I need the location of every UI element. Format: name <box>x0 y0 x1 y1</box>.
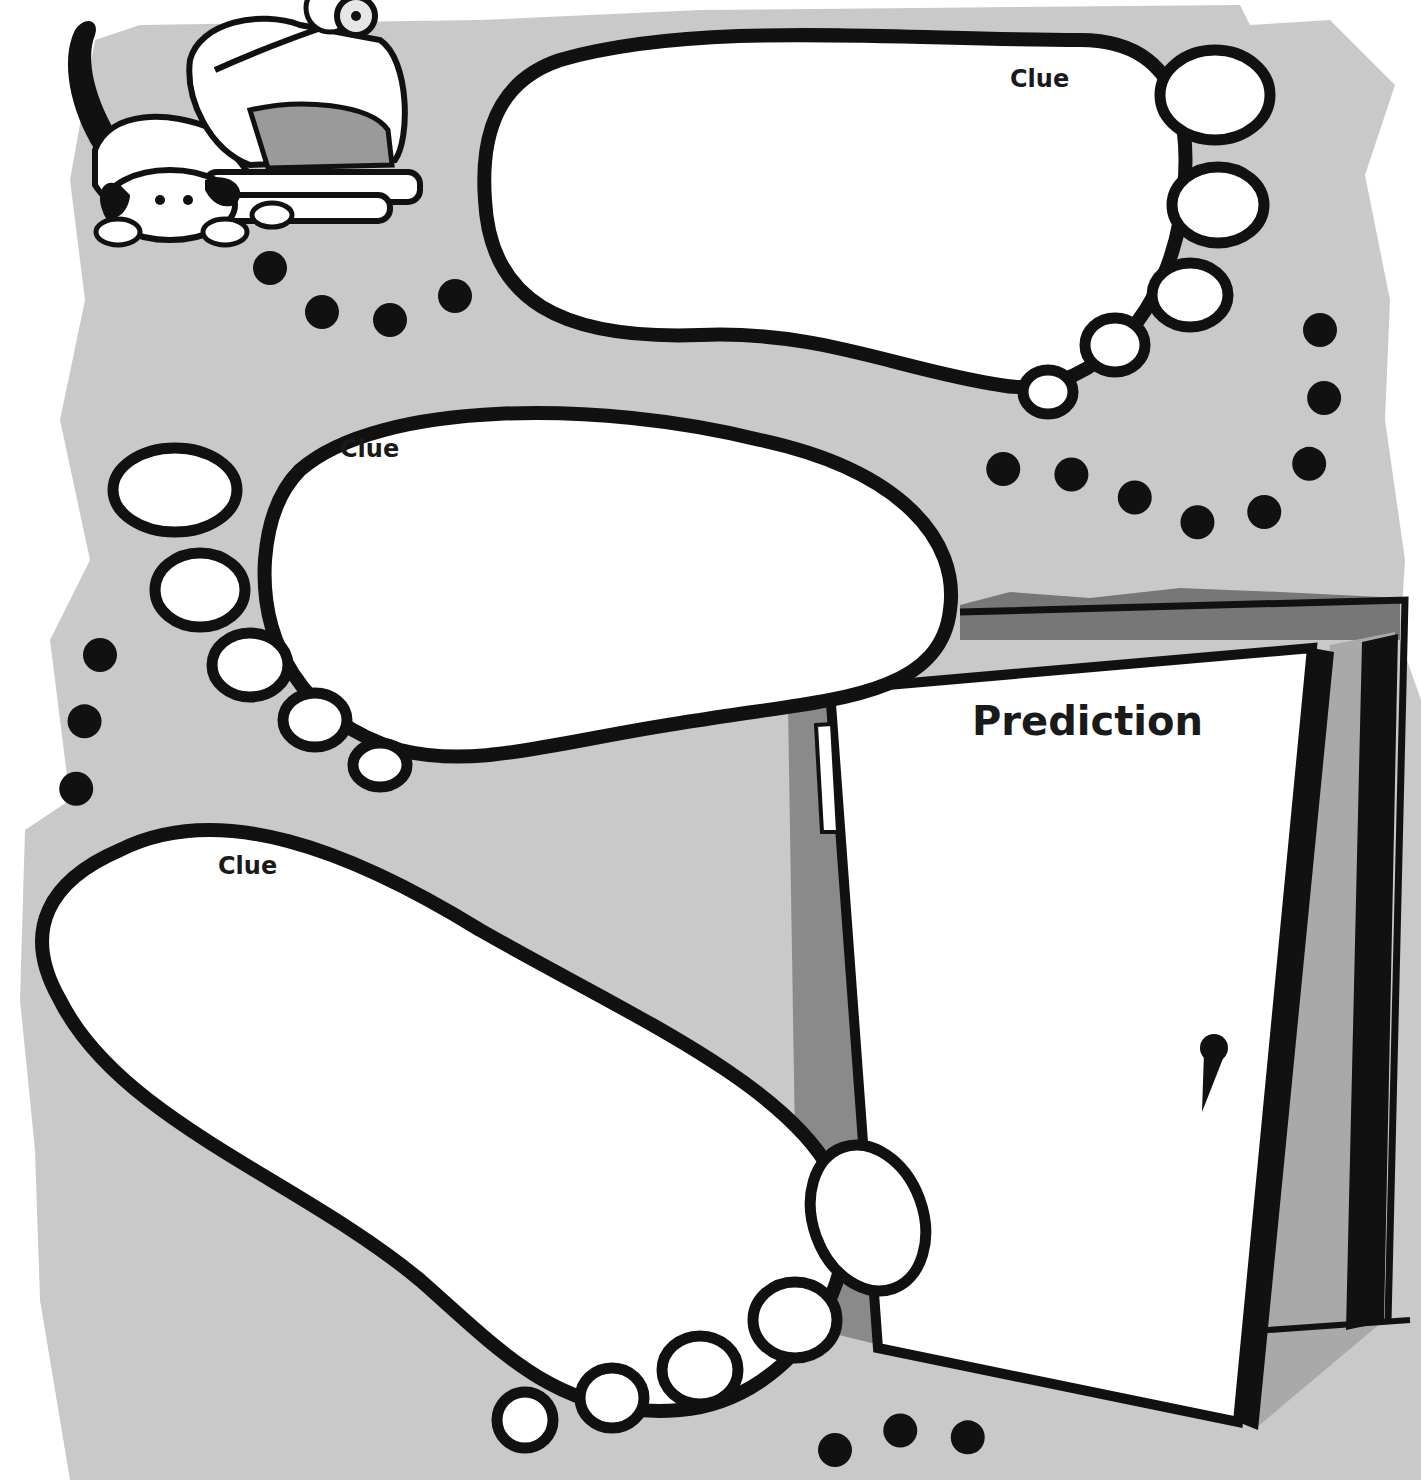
node-outline <box>470 20 1320 425</box>
dog-paw <box>252 203 292 227</box>
footprint-toe <box>497 1392 553 1448</box>
node-heading: Clue <box>218 852 277 880</box>
trail-dot <box>253 251 287 285</box>
trail-dot <box>305 295 339 329</box>
footprint-toe <box>353 743 407 787</box>
footprint-toe <box>580 1368 644 1428</box>
dotted-trail <box>970 330 1324 522</box>
clue-footprint: Clue <box>20 805 950 1450</box>
footprint-toe <box>155 553 245 627</box>
footprint-sole <box>484 35 1185 387</box>
footprint-sole <box>42 830 845 1411</box>
footprint-toe <box>1085 318 1145 372</box>
footprint-toe <box>662 1336 738 1404</box>
dog-paw <box>96 219 140 245</box>
clue-footprint: Clue <box>100 390 970 795</box>
dog-eye <box>183 195 193 205</box>
detective-illustration <box>68 0 420 245</box>
eye <box>351 11 361 21</box>
detective-pants <box>250 104 392 168</box>
node-heading: Clue <box>340 435 399 463</box>
node-outline <box>100 390 970 795</box>
magnifying-glass <box>337 0 375 35</box>
footprint-toe <box>212 633 288 697</box>
dotted-trail <box>835 1430 980 1450</box>
footprint-toe <box>1023 370 1073 414</box>
detective-arm <box>215 25 330 70</box>
dog-eye <box>155 195 165 205</box>
node-outline <box>20 805 950 1450</box>
dog-ear <box>205 177 240 206</box>
prediction-door: Prediction <box>780 580 1410 1440</box>
footprint-toe <box>1160 50 1270 140</box>
footprint-toe <box>113 448 237 532</box>
door-edge <box>1238 648 1334 1430</box>
node-heading: Clue <box>1010 65 1069 93</box>
dog-ear <box>100 183 130 218</box>
door-panel <box>830 648 1312 1422</box>
footprint-toe <box>753 1282 837 1358</box>
node-heading: Prediction <box>972 698 1203 744</box>
trail-dot <box>373 303 407 337</box>
door-hinge <box>816 724 838 832</box>
door-lintel <box>960 588 1400 640</box>
clue-footprint: Clue <box>470 20 1320 425</box>
trail-dot <box>438 279 472 313</box>
footprint-toe <box>1152 263 1228 327</box>
dotted-trail <box>75 655 100 805</box>
dog-paw <box>203 219 247 245</box>
footprint-toe <box>1172 167 1264 243</box>
keyhole <box>1202 1052 1224 1112</box>
footprint-toe <box>283 693 347 747</box>
grey-backdrop <box>20 5 1421 1480</box>
